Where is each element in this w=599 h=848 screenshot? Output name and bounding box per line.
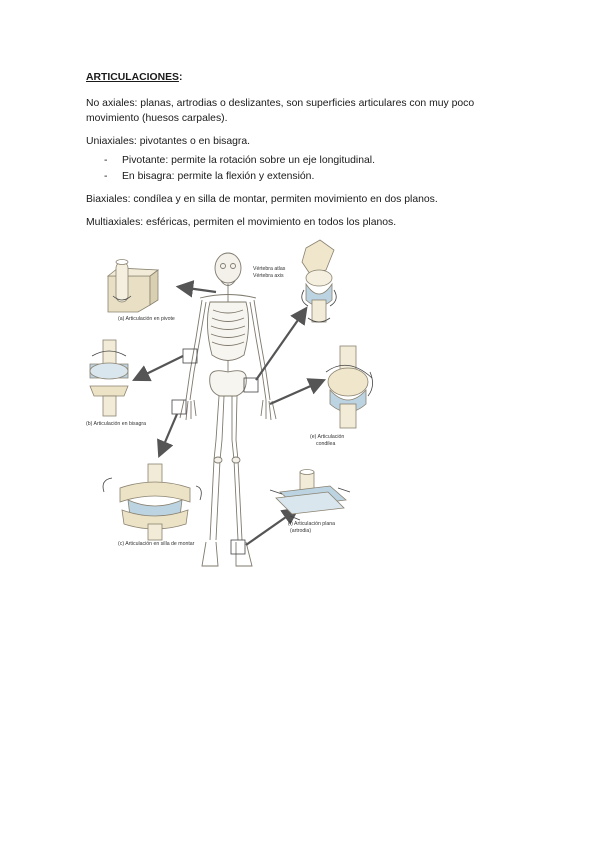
caption-atlas-2: Vértebra axis (253, 273, 284, 279)
title-colon: : (178, 72, 183, 83)
caption-plane-1: (f) Articulación plana (288, 521, 335, 527)
caption-atlas-1: Vértebra atlas (253, 266, 286, 272)
pointer-arrows (132, 280, 327, 546)
arrow-to-hinge (132, 355, 184, 382)
inset-elbow (182, 348, 198, 364)
arrow-to-saddle (157, 413, 179, 459)
caption-hinge: (b) Articulación en bisagra (86, 421, 146, 427)
skeleton-inset-boxes (171, 348, 259, 555)
skeleton-illustration (179, 252, 277, 567)
inset-foot (230, 539, 246, 555)
bullet-dash-2: - (104, 171, 108, 182)
arrow-to-condyloid (269, 378, 327, 406)
uniaxiales-paragraph: Uniaxiales: pivotantes o en bisagra. (86, 136, 251, 147)
pivot-joint-illustration (106, 259, 160, 313)
inset-hip (243, 377, 259, 393)
saddle-joint-illustration (102, 463, 202, 541)
no-axiales-line-1: No axiales: planas, artrodias o deslizan… (86, 98, 475, 109)
arrow-to-pivot (175, 280, 217, 298)
inset-hand (171, 399, 187, 415)
caption-plane-2: (artrodia) (290, 528, 311, 534)
bullet-pivotante: Pivotante: permite la rotación sobre un … (122, 155, 375, 166)
condyloid-joint-illustration (325, 345, 373, 429)
bullet-dash-1: - (104, 155, 108, 166)
caption-saddle: (c) Articulación en silla de montar (118, 541, 195, 547)
ball-joint-illustration (301, 239, 337, 323)
caption-condyloid-2: condilea (316, 441, 335, 447)
hinge-joint-illustration (89, 339, 129, 417)
arrow-to-plane (245, 507, 300, 546)
section-title: ARTICULACIONES: (86, 72, 183, 83)
caption-condyloid-1: (e) Articulación (310, 434, 344, 440)
multiaxiales-paragraph: Multiaxiales: esféricas, permiten el mov… (86, 217, 397, 228)
bullet-bisagra: En bisagra: permite la flexión y extensi… (122, 171, 315, 182)
caption-pivot: (a) Articulación en pivote (118, 316, 175, 322)
arrow-to-ball (255, 306, 308, 381)
plane-joint-illustration (269, 469, 351, 521)
biaxiales-paragraph: Biaxiales: condílea y en silla de montar… (86, 194, 438, 205)
no-axiales-line-2: movimiento (huesos carpales). (86, 113, 228, 124)
